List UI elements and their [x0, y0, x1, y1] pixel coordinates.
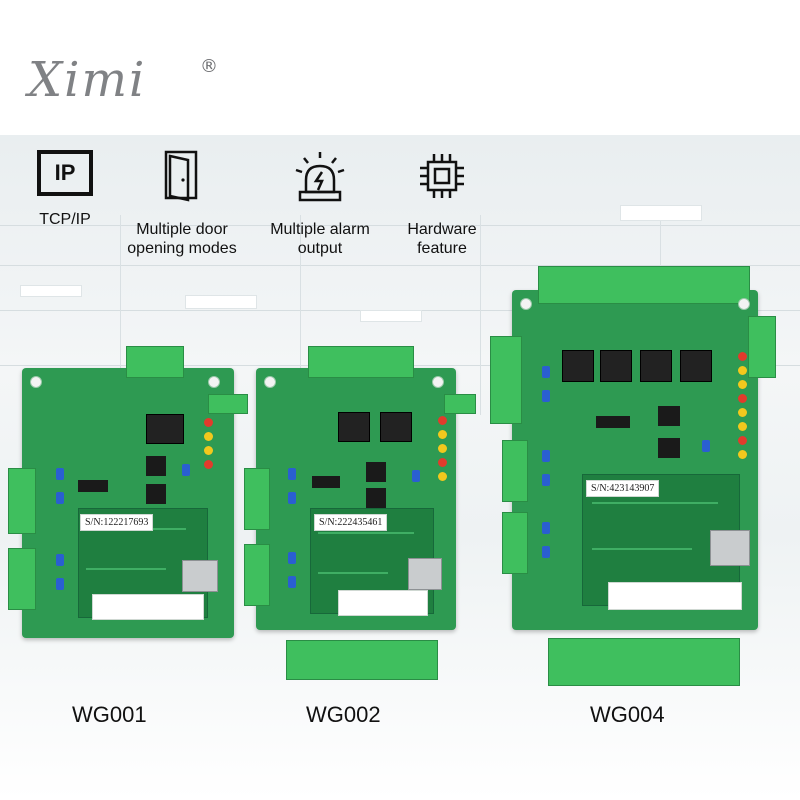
feature-tcp-ip: IP TCP/IP [30, 150, 100, 229]
feature-door-modes: Multiple door opening modes [112, 150, 252, 258]
chip-icon [420, 154, 464, 198]
door-icon [164, 150, 198, 202]
feature-label-line2: feature [417, 240, 467, 257]
ip-icon: IP [37, 150, 93, 196]
brand-logo: Ximi ® [28, 52, 218, 108]
alarm-siren-icon [295, 152, 345, 202]
serial-number-label: S/N:122217693 [80, 514, 154, 531]
feature-label-line1: Multiple door [136, 221, 228, 238]
model-label-wg002: WG002 [306, 702, 381, 727]
model-label-wg004: WG004 [590, 702, 665, 727]
feature-alarm-output: Multiple alarm output [252, 150, 388, 258]
wg004-board-image: S/N:423143907 [490, 266, 776, 686]
serial-number-label: S/N:222435461 [314, 514, 388, 531]
logo-wordmark: Ximi [28, 52, 147, 108]
wg001-board-image: S/N:122217693 [8, 346, 248, 638]
feature-label-line2: output [297, 240, 343, 257]
feature-label-line1: Multiple alarm [270, 221, 370, 238]
registered-mark: ® [200, 56, 218, 77]
model-label-wg001: WG001 [72, 702, 147, 727]
feature-label-line2: opening modes [127, 240, 237, 257]
wg002-board-image: S/N:222435461 [244, 346, 476, 680]
feature-label-line1: Hardware [407, 221, 477, 238]
feature-hardware: Hardware feature [392, 150, 492, 258]
feature-label: TCP/IP [39, 211, 91, 228]
serial-number-label: S/N:423143907 [586, 480, 660, 497]
